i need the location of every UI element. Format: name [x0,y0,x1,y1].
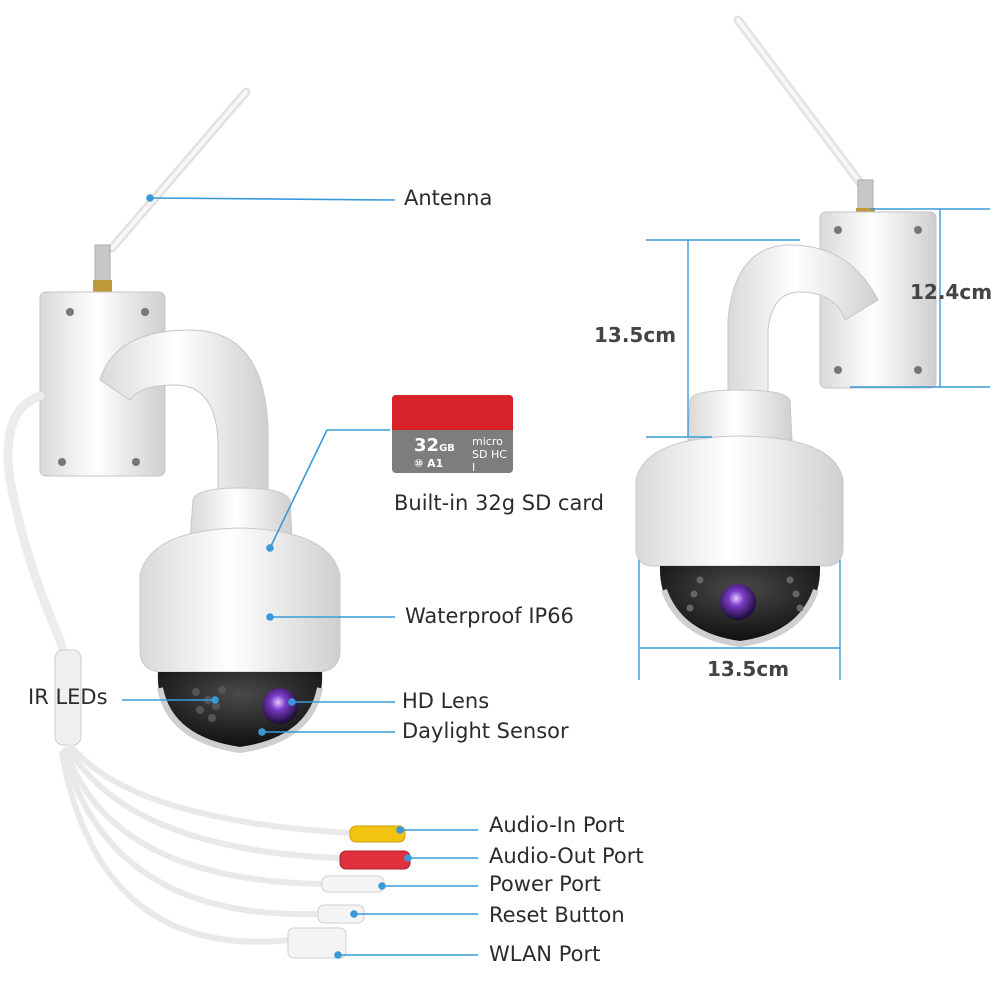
power-connector [321,875,385,893]
left-camera [3,87,411,959]
dimension-height: 13.5cm [594,323,677,347]
sd-card-logo: micro SD HC I [472,435,507,473]
sd-card-class: ⑩ A1 [414,457,444,470]
right-mount-arm [727,244,879,396]
label-daylight-sensor: Daylight Sensor [402,719,569,743]
cable-wires [59,742,353,945]
sd-card-icon: 32GB micro SD HC I ⑩ A1 [392,395,513,473]
label-audio-in: Audio-In Port [489,813,625,837]
label-waterproof: Waterproof IP66 [405,604,574,628]
label-power: Power Port [489,872,601,896]
label-hd-lens: HD Lens [402,689,490,713]
dimension-lines [638,208,990,680]
label-audio-out: Audio-Out Port [489,844,644,868]
label-ir-leds: IR LEDs [28,685,108,709]
antenna-icon [93,87,251,292]
callout-lines [122,194,478,959]
sd-card-top [392,395,513,430]
mount-arm [99,329,269,496]
right-camera-housing [635,435,844,567]
dimension-width: 13.5cm [707,657,790,681]
label-sd-card: Built-in 32g SD card [394,491,604,515]
right-antenna-icon [733,15,875,220]
right-camera-collar [687,389,793,441]
label-reset: Reset Button [489,903,625,927]
right-lens-icon [720,584,756,620]
hd-lens-icon [262,688,298,724]
label-antenna: Antenna [404,186,493,210]
audio-out-connector [339,850,411,870]
right-camera [635,15,937,648]
camera-collar [189,487,293,541]
camera-housing [139,527,341,673]
sd-card-capacity: 32GB [414,435,455,456]
audio-in-connector [349,825,406,843]
wlan-connector [287,927,347,959]
label-wlan: WLAN Port [489,942,601,966]
dimension-bracket-height: 12.4cm [910,280,993,304]
